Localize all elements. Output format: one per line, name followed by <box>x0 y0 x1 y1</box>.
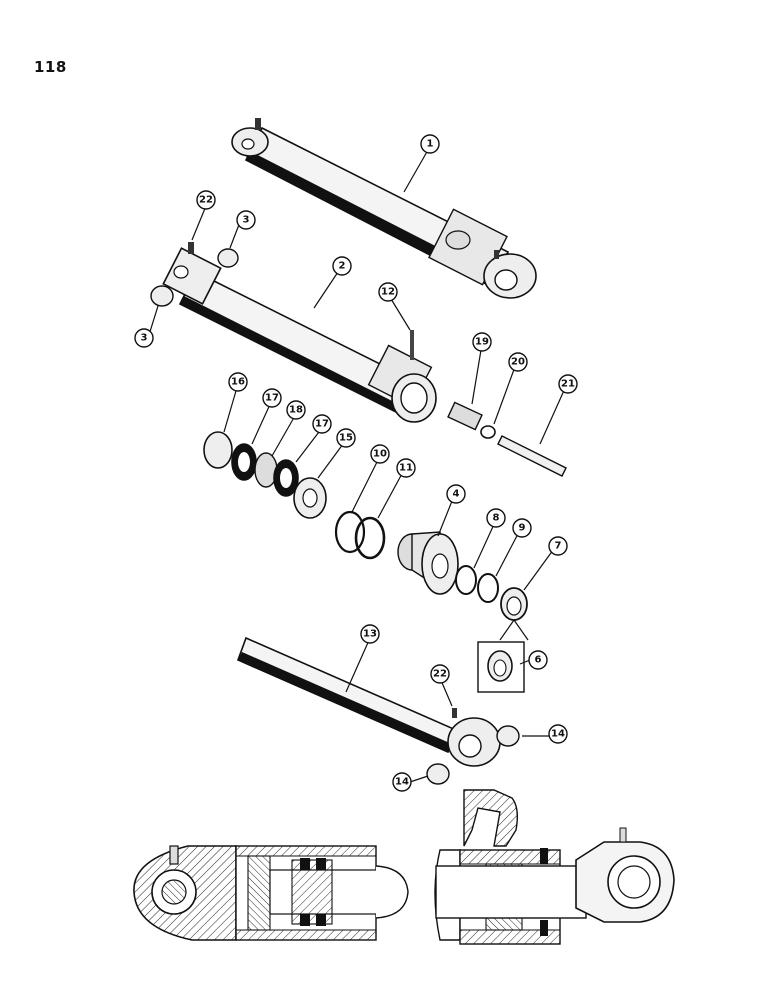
svg-text:16: 16 <box>231 377 245 388</box>
svg-text:11: 11 <box>399 463 413 474</box>
cross-section-base-end <box>133 845 409 941</box>
callout-10: 10 <box>370 444 390 464</box>
part-7-wiper <box>500 587 528 621</box>
piston-seal-group <box>203 431 327 519</box>
svg-text:2: 2 <box>339 261 346 272</box>
callout-15: 15 <box>336 428 356 448</box>
callout-21: 21 <box>558 374 578 394</box>
part-2-cylinder-tube <box>162 242 437 423</box>
part-3-bushing-upper <box>217 248 239 268</box>
callout-4: 4 <box>446 484 466 504</box>
callout-18: 18 <box>286 400 306 420</box>
callout-8: 8 <box>486 508 506 528</box>
svg-text:22: 22 <box>199 195 213 206</box>
part-9-ring <box>477 573 499 603</box>
svg-text:6: 6 <box>535 655 542 666</box>
svg-text:7: 7 <box>555 541 562 552</box>
part-6-seal-detail-inset <box>477 619 529 693</box>
callout-2: 2 <box>332 256 352 276</box>
callout-9: 9 <box>512 518 532 538</box>
callout-22-lower: 22 <box>430 664 450 684</box>
svg-text:14: 14 <box>551 729 565 740</box>
callout-17-right: 17 <box>312 414 332 434</box>
callout-7: 7 <box>548 536 568 556</box>
callout-3-upper: 3 <box>236 210 256 230</box>
callout-19: 19 <box>472 332 492 352</box>
svg-text:12: 12 <box>381 287 395 298</box>
part-19-bolt <box>447 401 483 431</box>
part-13-piston-rod <box>236 636 501 767</box>
part-11-backup-ring <box>354 516 386 560</box>
part-8-ring <box>455 565 477 595</box>
svg-text:21: 21 <box>561 379 575 390</box>
svg-text:8: 8 <box>493 513 500 524</box>
svg-text:10: 10 <box>373 449 387 460</box>
callout-14-left: 14 <box>392 772 412 792</box>
svg-text:22: 22 <box>433 669 447 680</box>
svg-text:13: 13 <box>363 629 377 640</box>
callout-13: 13 <box>360 624 380 644</box>
callout-11: 11 <box>396 458 416 478</box>
callout-3-lower: 3 <box>134 328 154 348</box>
part-21-rod-pin <box>497 435 567 477</box>
svg-text:15: 15 <box>339 433 353 444</box>
callout-14-right: 14 <box>548 724 568 744</box>
svg-text:19: 19 <box>475 337 489 348</box>
svg-text:17: 17 <box>265 393 279 404</box>
callout-17-left: 17 <box>262 388 282 408</box>
part-10-o-ring <box>334 510 366 554</box>
svg-text:4: 4 <box>453 489 460 500</box>
callout-leaders <box>147 149 567 783</box>
part-14-bushing-right <box>496 725 520 747</box>
callout-12: 12 <box>378 282 398 302</box>
part-20-washer <box>480 425 496 439</box>
svg-text:9: 9 <box>519 523 526 534</box>
svg-text:14: 14 <box>395 777 409 788</box>
page-number: 118 <box>34 58 67 76</box>
svg-text:20: 20 <box>511 357 525 368</box>
svg-text:3: 3 <box>141 333 148 344</box>
svg-text:1: 1 <box>427 139 434 150</box>
part-4-gland <box>397 531 459 595</box>
svg-text:3: 3 <box>243 215 250 226</box>
part-3-bushing-lower <box>150 285 174 307</box>
part-14-bushing-left <box>426 763 450 785</box>
part-1-cylinder-assembly <box>231 118 537 299</box>
svg-text:18: 18 <box>289 405 303 416</box>
callout-20: 20 <box>508 352 528 372</box>
svg-text:17: 17 <box>315 419 329 430</box>
callout-22-upper: 22 <box>196 190 216 210</box>
callout-1: 1 <box>420 134 440 154</box>
cross-section-rod-end <box>434 789 675 945</box>
callout-16: 16 <box>228 372 248 392</box>
callout-6: 6 <box>528 650 548 670</box>
